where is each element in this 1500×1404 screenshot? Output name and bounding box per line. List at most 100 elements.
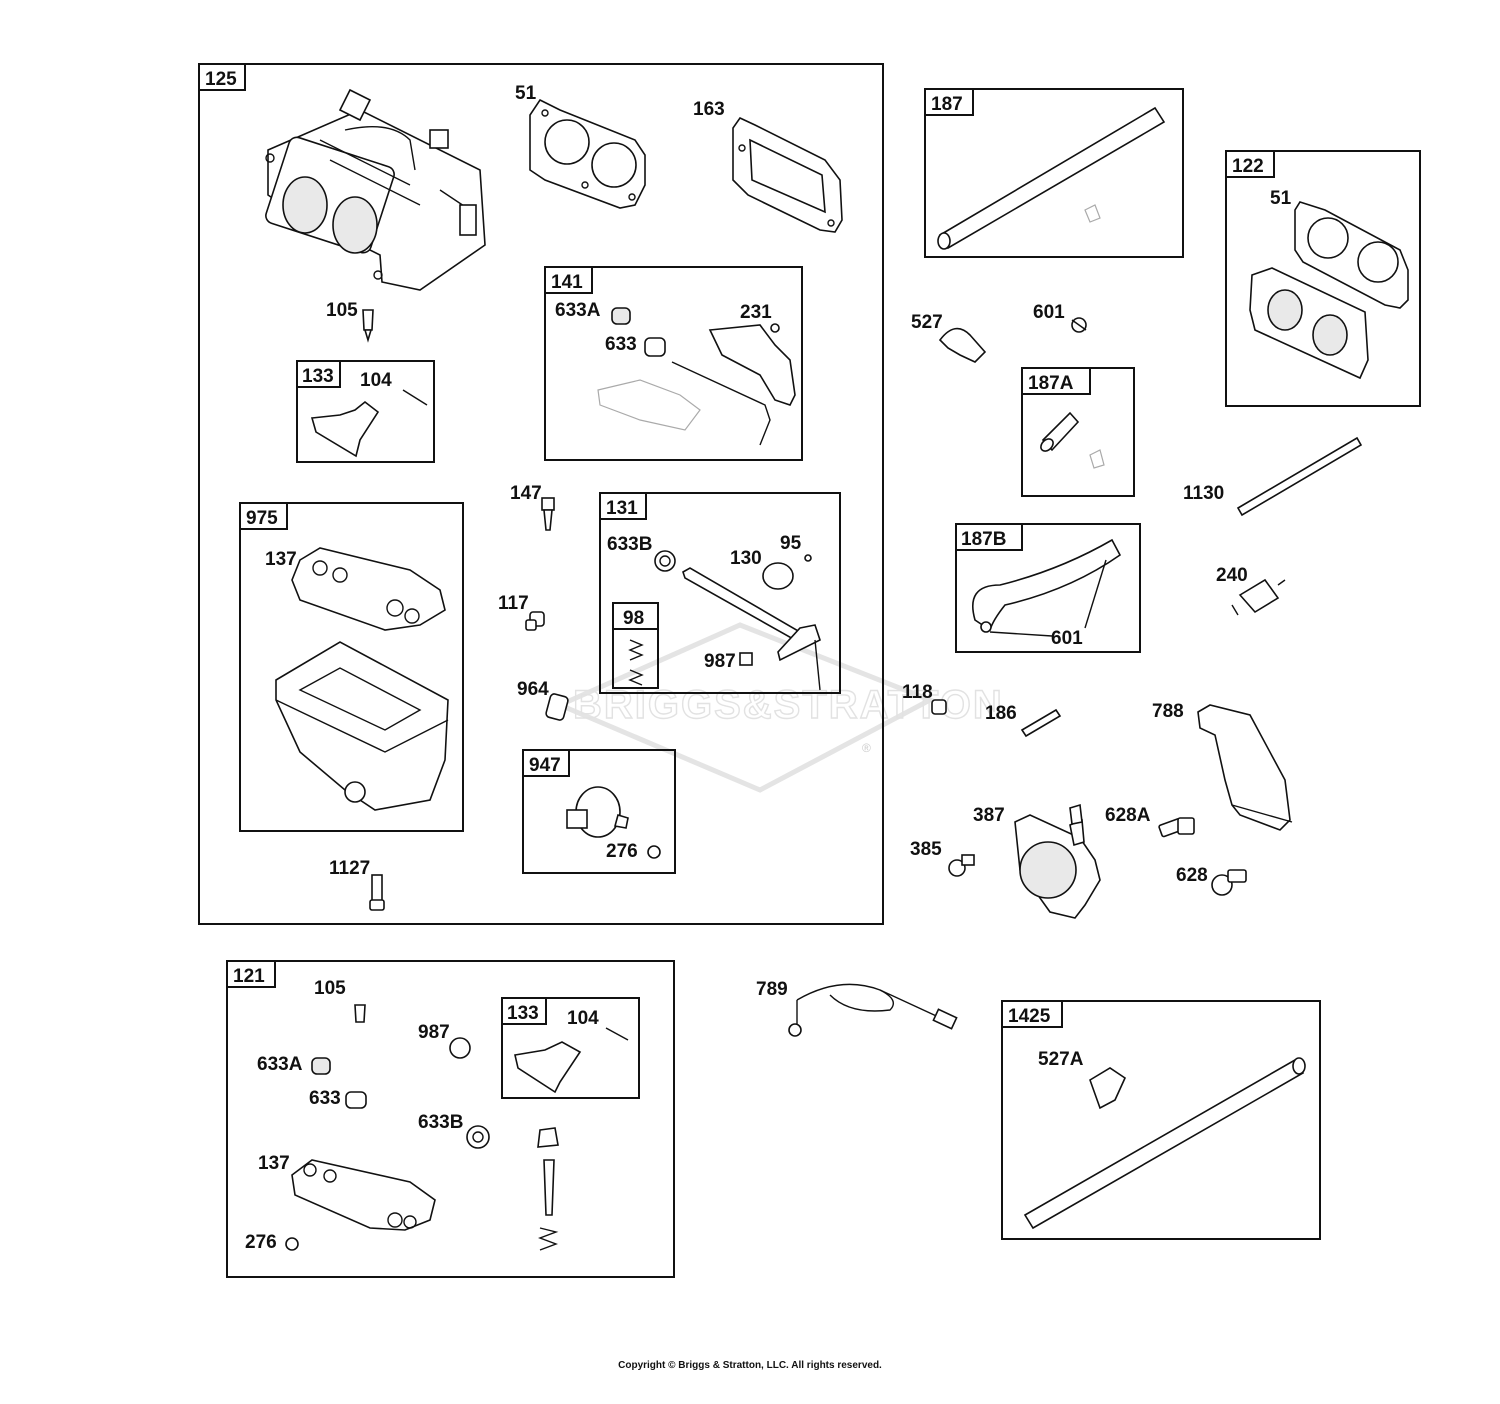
part-label-628: 628: [1176, 865, 1208, 886]
kit-187a-tag: [1021, 367, 1091, 395]
kit-947-group: 947: [522, 749, 676, 874]
part-label-186: 186: [985, 703, 1017, 724]
part-label-527a: 527A: [1038, 1049, 1084, 1070]
kit-98-label: 98: [623, 608, 644, 629]
kit-133-inner-label: 133: [507, 1003, 539, 1024]
kit-121-frame: [226, 960, 675, 1278]
kit-125-label: 125: [205, 69, 237, 90]
part-label-276-kit121: 276: [245, 1232, 277, 1253]
kit-141-frame: [544, 266, 803, 461]
kit-125-frame: [198, 63, 884, 925]
kit-975-frame: [239, 502, 464, 832]
plug-964: [545, 693, 569, 721]
part-label-601-kit187b: 601: [1051, 628, 1083, 649]
fitting-186: [1020, 708, 1062, 738]
kit-122-label: 122: [1232, 156, 1264, 177]
carburetor-body: [265, 88, 486, 291]
clamp-527: [938, 327, 987, 363]
kit-133-group: 133: [296, 360, 435, 463]
screw-385: [948, 854, 975, 877]
kit-187a-label: 187A: [1028, 373, 1074, 394]
part-label-601: 601: [1033, 302, 1065, 323]
part-label-51-kit122: 51: [1270, 188, 1292, 209]
kit-187b-group: 187B: [955, 523, 1141, 653]
registered-mark: ®: [862, 741, 871, 755]
part-label-137: 137: [265, 549, 297, 570]
screw-147: [541, 497, 555, 531]
part-label-231: 231: [740, 302, 772, 323]
part-label-130: 130: [730, 548, 762, 569]
kit-141-group: 141: [544, 266, 803, 461]
part-label-276: 276: [606, 841, 638, 862]
wire-789: [788, 983, 958, 1037]
kit-187-label: 187: [931, 94, 963, 115]
watermark-text: BRIGGS&STRATTON: [573, 683, 1004, 727]
kit-1425-group: 1425: [1001, 1000, 1321, 1240]
part-label-240: 240: [1216, 565, 1248, 586]
kit-133-inner-frame: [501, 997, 640, 1099]
part-label-628a: 628A: [1105, 805, 1151, 826]
kit-133-tag: [296, 360, 341, 388]
part-label-118: 118: [902, 682, 933, 703]
part-label-95: 95: [780, 533, 802, 554]
brand-watermark: BRIGGS&STRATTON ®: [553, 622, 1004, 793]
kit-131-frame: [599, 492, 841, 694]
jet-117: [525, 611, 545, 631]
part-label-104: 104: [360, 370, 392, 391]
kit-947-frame: [522, 749, 676, 874]
part-label-987: 987: [704, 651, 736, 672]
kit-121-label: 121: [233, 966, 265, 987]
kit-122-frame: [1225, 150, 1421, 407]
part-label-633b-kit121: 633B: [418, 1112, 463, 1133]
part-label-788: 788: [1152, 701, 1184, 722]
kit-121-tag: [226, 960, 276, 988]
kit-1425-tag: [1001, 1000, 1063, 1028]
kit-187a-group: 187A: [1021, 367, 1135, 497]
kit-187-group: 187: [924, 88, 1184, 258]
part-label-633-kit121: 633: [309, 1088, 341, 1109]
part-label-964: 964: [517, 679, 549, 700]
part-label-987-kit121: 987: [418, 1022, 450, 1043]
kit-133-inner-group: 133: [501, 997, 640, 1099]
part-label-633a-kit121: 633A: [257, 1054, 303, 1075]
kit-975-group: 975: [239, 502, 464, 832]
kit-975-label: 975: [246, 508, 278, 529]
jet-118: [931, 699, 947, 715]
rod-1130: [1236, 436, 1363, 517]
screw-1127: [369, 874, 385, 911]
kit-1425-frame: [1001, 1000, 1321, 1240]
part-label-527: 527: [911, 312, 943, 333]
kit-141-label: 141: [551, 272, 583, 293]
part-label-633b: 633B: [607, 534, 652, 555]
part-label-387: 387: [973, 805, 1005, 826]
part-label-1127: 1127: [329, 858, 370, 879]
kit-133-label: 133: [302, 366, 334, 387]
kit-131-label: 131: [606, 498, 638, 519]
part-label-105-kit121: 105: [314, 978, 346, 999]
diagram-canvas: BRIGGS&STRATTON ® 125 51 163: [198, 63, 1421, 1278]
kit-98-tag: [612, 602, 659, 630]
part-label-633a: 633A: [555, 300, 601, 321]
kit-125-group: 125: [198, 63, 884, 925]
clip-601: [1071, 317, 1087, 333]
part-label-117: 117: [498, 593, 529, 614]
fuel-pump-387: [1014, 803, 1101, 919]
kit-121-group: 121: [226, 960, 675, 1278]
kit-947-tag: [522, 749, 570, 777]
kit-133-inner-tag: [501, 997, 547, 1025]
bolt-628a: [1158, 817, 1195, 838]
kit-131-group: 131: [599, 492, 841, 694]
part-label-137-kit121: 137: [258, 1153, 290, 1174]
kit-122-group: 122: [1225, 150, 1421, 407]
copyright-notice: Copyright © Briggs & Stratton, LLC. All …: [618, 1360, 882, 1371]
kit-947-label: 947: [529, 755, 561, 776]
kit-187-frame: [924, 88, 1184, 258]
part-label-385: 385: [910, 839, 942, 860]
kit-98-group: 98: [612, 602, 659, 689]
kit-187b-label: 187B: [961, 529, 1006, 550]
needle-105: [362, 309, 374, 343]
gasket-163: [732, 116, 843, 233]
kit-133-frame: [296, 360, 435, 463]
part-label-163: 163: [693, 99, 725, 120]
